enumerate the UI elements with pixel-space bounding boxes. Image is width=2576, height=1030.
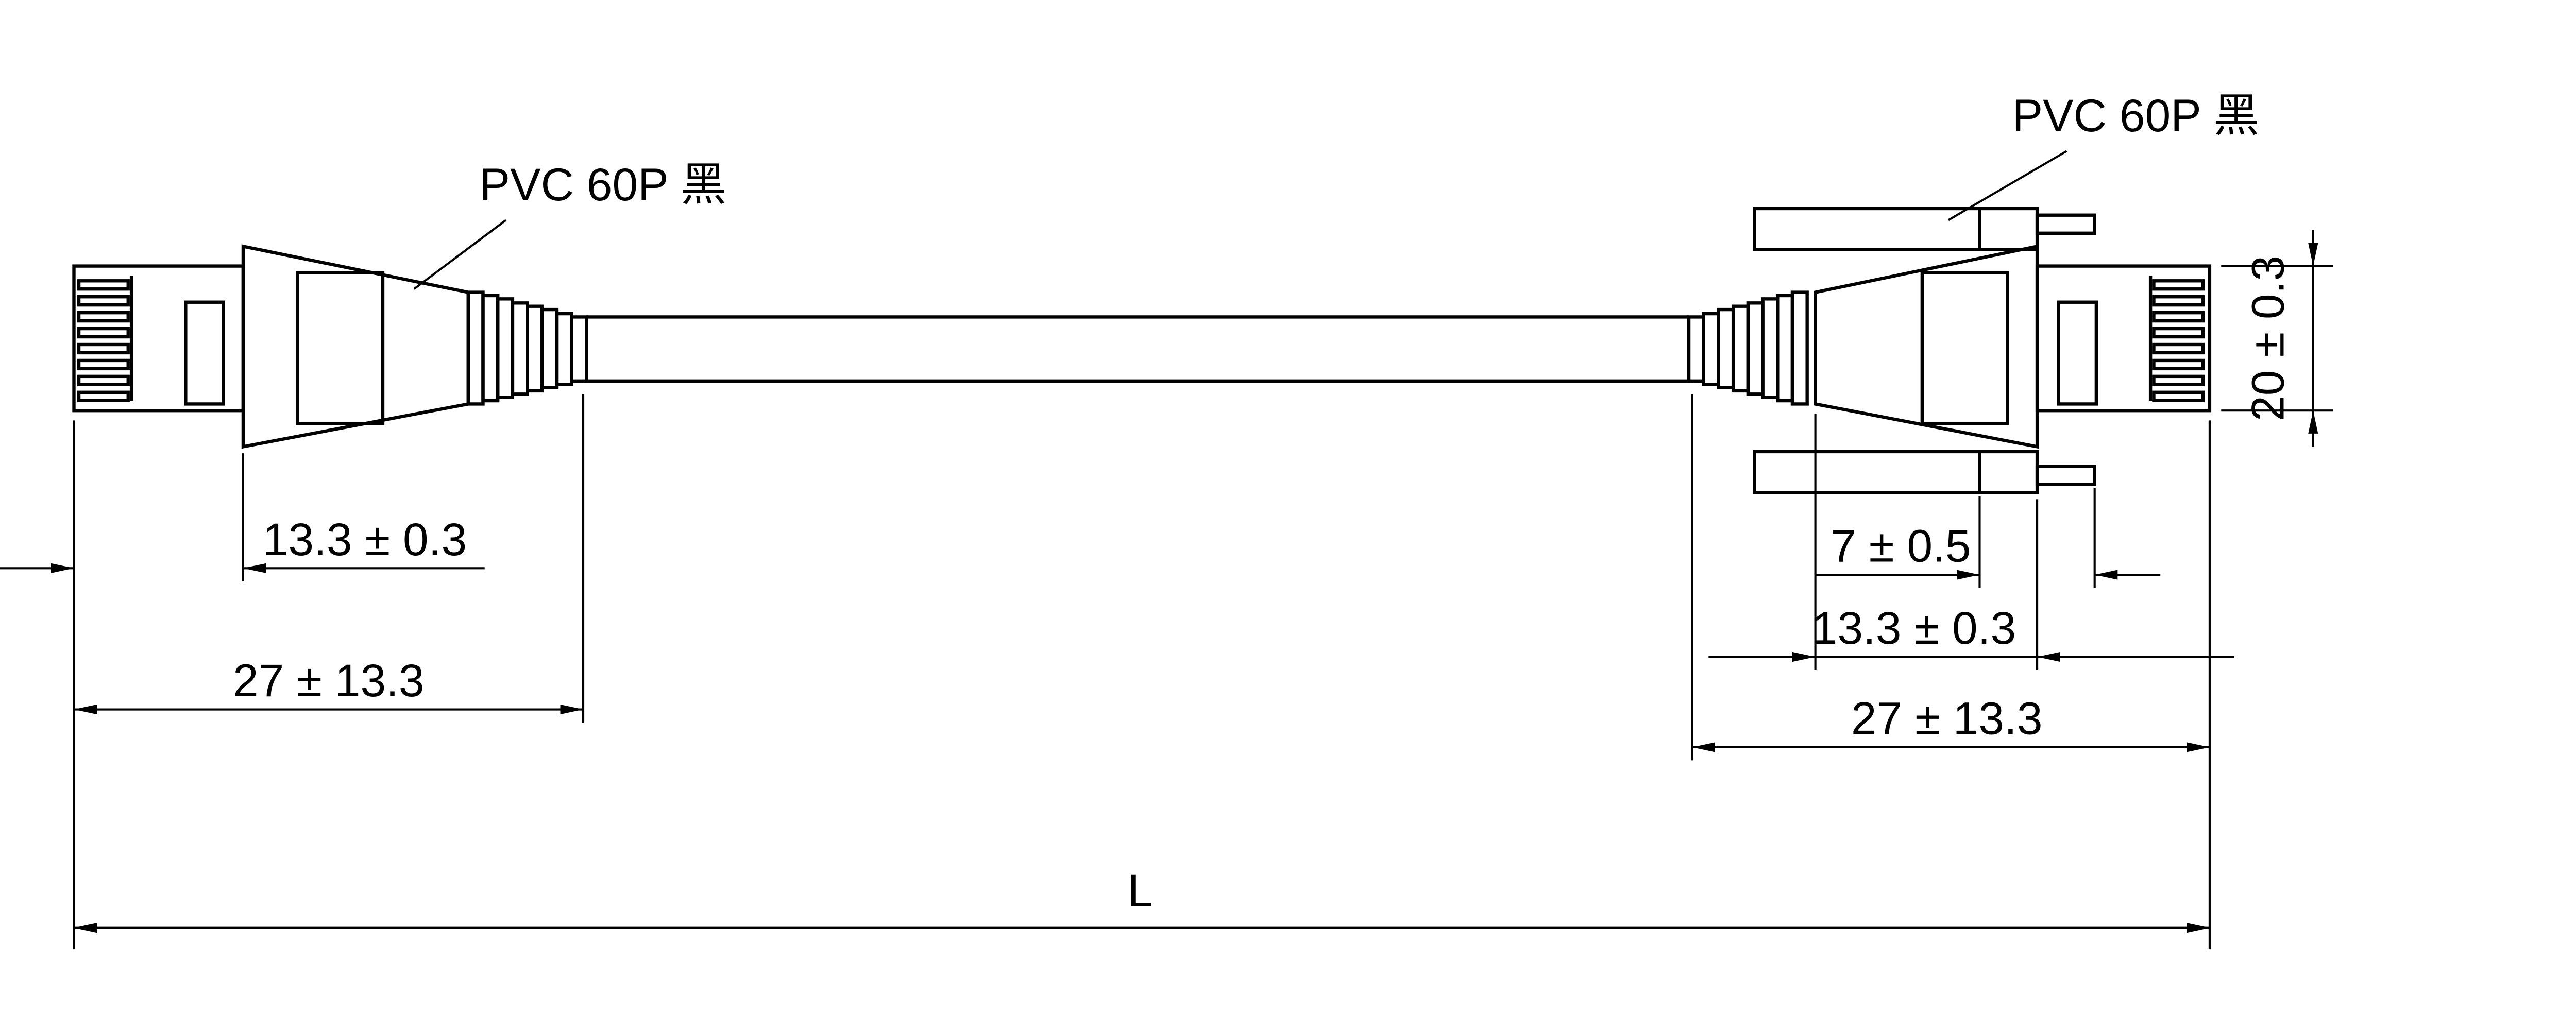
plug-contact bbox=[2152, 279, 2205, 291]
leader-line bbox=[413, 219, 507, 290]
boot-rib bbox=[1717, 307, 1735, 389]
right-boot-panel bbox=[1920, 271, 2009, 425]
left-boot-panel bbox=[295, 271, 385, 425]
plug-contact bbox=[77, 327, 130, 339]
dim-left-boot-length: 13.3 ± 0.3 bbox=[0, 453, 485, 581]
boot-rib bbox=[526, 304, 544, 393]
boot-rib bbox=[1790, 290, 1809, 406]
leader-line bbox=[1947, 150, 2067, 221]
left-connector bbox=[72, 244, 588, 449]
boot-rib bbox=[511, 301, 529, 396]
right-latch-top-tab bbox=[2035, 213, 2096, 235]
boot-rib bbox=[555, 312, 573, 386]
dim-text: 27 ± 13.3 bbox=[1851, 692, 2043, 744]
dim-right-latch-length: 7 ± 0.5 bbox=[1815, 488, 2161, 588]
boot-rib bbox=[481, 294, 500, 403]
callout-right-boot-material: PVC 60P 黑 bbox=[1947, 90, 2260, 221]
plug-contact bbox=[2152, 295, 2205, 307]
callout-left-boot-material: PVC 60P 黑 bbox=[413, 159, 726, 290]
plug-contact bbox=[77, 279, 130, 291]
right-plug-body bbox=[2035, 264, 2212, 413]
dim-right-connector-length: 27 ± 13.3 bbox=[1691, 394, 2210, 761]
dim-text: 20 ± 0.3 bbox=[2242, 255, 2293, 421]
dim-text: 13.3 ± 0.3 bbox=[1812, 602, 2016, 654]
plug-contact bbox=[2152, 358, 2205, 371]
right-plug-contacts bbox=[2152, 279, 2205, 402]
dim-text: 7 ± 0.5 bbox=[1831, 520, 1971, 572]
plug-contact bbox=[77, 358, 130, 371]
right-connector bbox=[1687, 207, 2212, 494]
left-boot-body bbox=[241, 244, 470, 449]
plug-contact bbox=[2152, 390, 2205, 402]
dim-right-boot-length: 13.3 ± 0.3 bbox=[1708, 414, 2234, 671]
right-boot-body bbox=[1814, 244, 2039, 449]
left-plug-contacts bbox=[77, 279, 130, 402]
boot-rib bbox=[1731, 304, 1750, 393]
plug-contact bbox=[77, 342, 130, 355]
plug-contact bbox=[2152, 374, 2205, 386]
callout-label: PVC 60P 黑 bbox=[479, 159, 726, 210]
right-plug-latch-window bbox=[2057, 300, 2098, 406]
dim-text: L bbox=[1127, 865, 1153, 916]
callout-label: PVC 60P 黑 bbox=[2012, 90, 2260, 141]
boot-rib bbox=[496, 297, 515, 399]
plug-contact bbox=[2152, 342, 2205, 355]
plug-contact bbox=[2152, 327, 2205, 339]
dim-left-connector-length: 27 ± 13.3 bbox=[74, 394, 585, 723]
left-plug-latch-window bbox=[184, 300, 225, 406]
plug-contact bbox=[77, 390, 130, 402]
right-latch-top-bar bbox=[1753, 207, 2039, 251]
plug-contact bbox=[77, 311, 130, 323]
boot-rib bbox=[570, 315, 588, 383]
boot-rib bbox=[1702, 312, 1720, 386]
right-boot-ribs bbox=[1687, 290, 1809, 406]
right-latch-bottom-tab bbox=[2035, 465, 2096, 486]
boot-rib bbox=[1687, 315, 1705, 383]
cable bbox=[586, 315, 1689, 383]
boot-rib bbox=[540, 307, 559, 389]
plug-contact bbox=[77, 374, 130, 386]
dim-overall-length: L bbox=[73, 420, 2211, 950]
boot-rib bbox=[1746, 301, 1765, 396]
right-latch-bottom-bar bbox=[1753, 450, 2039, 494]
boot-rib bbox=[1776, 294, 1794, 403]
dim-plug-height: 20 ± 0.3 bbox=[2221, 230, 2333, 447]
boot-rib bbox=[1761, 297, 1780, 399]
plug-contact bbox=[2152, 311, 2205, 323]
boot-rib bbox=[466, 290, 485, 406]
left-boot-ribs bbox=[466, 290, 588, 406]
dim-text: 27 ± 13.3 bbox=[233, 655, 425, 706]
plug-contact bbox=[77, 295, 130, 307]
dim-text: 13.3 ± 0.3 bbox=[263, 513, 467, 565]
